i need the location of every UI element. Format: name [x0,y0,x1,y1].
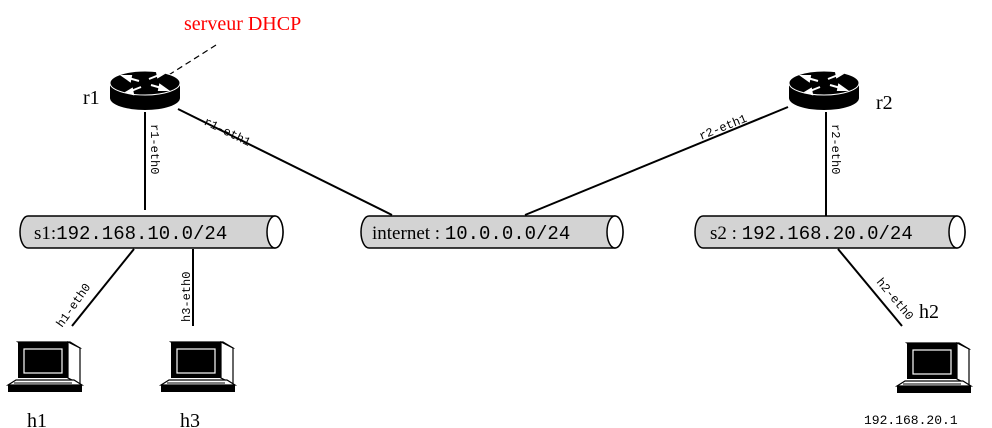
host-h1-computer-icon [7,341,83,393]
host-h2-computer-icon [896,342,972,394]
host-h3-label: h3 [180,410,200,428]
link-h1-s1 [71,248,135,327]
link-r2-internet [524,106,789,216]
router-r2-label: r2 [876,92,893,114]
host-h3-computer-icon [160,341,236,393]
iface-r1-eth0: r1-eth0 [147,124,161,174]
dhcp-dashed-link [163,44,217,79]
host-h1-label: h1 [27,410,47,428]
router-r1-label: r1 [83,87,100,109]
router-r1-icon [109,70,181,111]
bus-internet [360,215,624,249]
bus-internet-label: internet : 10.0.0.0/24 [372,223,570,245]
link-h2-s2 [837,248,903,327]
router-r2-icon [788,70,860,111]
bus-s2 [694,215,966,249]
dhcp-server-annotation: serveur DHCP [184,13,301,35]
bus-s1-label: s1:192.168.10.0/24 [34,223,227,245]
bus-s1 [19,215,284,249]
host-h2-label: h2 [919,301,939,323]
iface-r1-eth1: r1-eth1 [201,115,252,150]
iface-h3-eth0: h3-eth0 [180,272,194,322]
link-r1-internet [177,108,393,216]
bus-s2-label: s2 : 192.168.20.0/24 [710,223,913,245]
host-h2-ip: 192.168.20.1 [864,413,958,428]
iface-r2-eth0: r2-eth0 [828,124,842,174]
iface-r2-eth1: r2-eth1 [697,112,749,144]
